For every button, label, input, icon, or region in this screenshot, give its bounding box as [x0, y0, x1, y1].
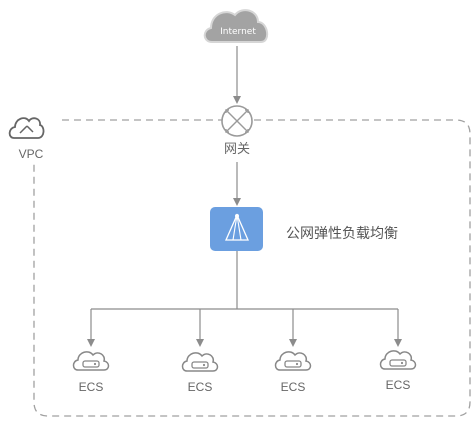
- vpc-label: VPC: [18, 147, 44, 161]
- ecs-server-icon: [379, 350, 417, 370]
- ecs-label-2: ECS: [187, 380, 213, 394]
- gateway-icon: [221, 105, 253, 137]
- load-balancer-icon: [210, 207, 263, 251]
- ecs-server-icon: [72, 351, 110, 371]
- internet-cloud-icon: [203, 9, 269, 43]
- vpc-boundary: [33, 119, 471, 417]
- vpc-cloud-icon: [8, 117, 45, 139]
- distribution-lines: [87, 251, 402, 347]
- ecs-label-4: ECS: [385, 378, 411, 392]
- ecs-label-1: ECS: [78, 380, 104, 394]
- load-balancer-label: 公网弹性负载均衡: [286, 225, 398, 241]
- internet-label: Internet: [220, 27, 256, 37]
- ecs-label-3: ECS: [280, 380, 306, 394]
- ecs-server-icon: [274, 351, 312, 371]
- gateway-label: 网关: [223, 141, 251, 156]
- ecs-server-icon: [181, 352, 219, 372]
